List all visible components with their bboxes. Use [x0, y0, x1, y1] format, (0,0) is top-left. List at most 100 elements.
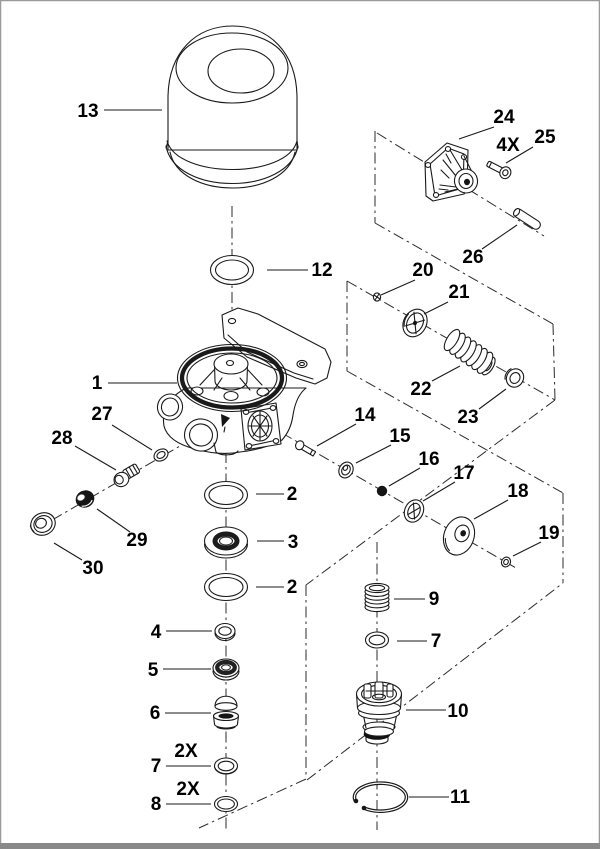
- part-6-check-valve: [212, 695, 240, 730]
- leader-17: [422, 481, 456, 502]
- callout-7-purge: 7: [431, 631, 442, 652]
- boundary-lines: [198, 131, 564, 829]
- part-19-nut: [500, 556, 512, 568]
- leader-29: [96, 508, 131, 533]
- callout-qty-4x: 4X: [496, 135, 520, 156]
- boundary-line: [346, 370, 564, 494]
- callout-qty-2x-b: 2X: [176, 779, 200, 800]
- callout-qty-2x-a: 2X: [174, 741, 198, 762]
- callout-9: 9: [429, 589, 440, 610]
- part-22-spring: [443, 328, 496, 376]
- part-29-grommet: [75, 490, 95, 508]
- callout-20: 20: [412, 260, 433, 281]
- part-25-cap-screw: [486, 160, 512, 180]
- left-port-lower: [183, 418, 219, 452]
- leader-16: [388, 467, 421, 487]
- gasket-outer-line: [176, 343, 288, 413]
- boundary-line: [306, 582, 564, 781]
- callout-2-lower: 2: [287, 577, 298, 598]
- part-18-diaphragm: [442, 516, 476, 556]
- part-2-oring-lower: [203, 572, 249, 602]
- callout-14: 14: [354, 405, 376, 426]
- part-11-snap-ring: [352, 781, 409, 813]
- flow-arrow-mark: [221, 414, 230, 427]
- part-8-oring: [213, 795, 239, 813]
- part-21-valve-disc: [402, 308, 428, 338]
- callout-12: 12: [311, 260, 332, 281]
- part-14-bolt: [294, 440, 317, 457]
- part-4-oring: [214, 622, 236, 642]
- part-13-desiccant-cartridge: [165, 25, 299, 189]
- callout-11: 11: [450, 787, 471, 808]
- callout-labels: 13 12 1 24 4X 25 26 20 21 22 23 14 15 16…: [51, 101, 559, 815]
- callout-22: 22: [410, 379, 431, 400]
- callout-19: 19: [538, 523, 559, 544]
- part-17-valve-disc: [403, 499, 425, 523]
- callout-4: 4: [151, 622, 162, 643]
- callout-15: 15: [389, 426, 411, 447]
- footer-bar: [0, 843, 600, 849]
- leader-lines: [53, 109, 542, 805]
- part-7-oring-purge: [364, 631, 390, 649]
- callout-2-upper: 2: [287, 484, 298, 505]
- leader-26: [481, 224, 518, 250]
- left-port-upper: [156, 393, 184, 421]
- callout-17: 17: [453, 463, 474, 484]
- part-27-oring: [153, 448, 169, 462]
- callout-13: 13: [77, 101, 98, 122]
- leader-28: [74, 445, 117, 471]
- callout-25: 25: [534, 127, 556, 148]
- part-28-valve-fitting: [113, 463, 141, 488]
- boundary-line: [305, 399, 556, 586]
- callout-8: 8: [151, 794, 162, 815]
- callout-21: 21: [448, 282, 470, 303]
- part-12-oring: [209, 254, 255, 286]
- callout-6: 6: [150, 703, 161, 724]
- boundary-line: [552, 323, 556, 401]
- part-23-washer: [504, 368, 525, 388]
- axis-middle-assembly: [281, 432, 517, 569]
- leader-30: [53, 542, 83, 561]
- part-7-oring-center: [213, 757, 239, 775]
- part-24-mounting-bracket: [424, 142, 479, 202]
- leader-20: [380, 279, 416, 296]
- callout-29: 29: [126, 530, 147, 551]
- callout-26: 26: [462, 247, 483, 268]
- part-26-pin: [512, 207, 541, 230]
- leader-24: [458, 126, 495, 140]
- leader-22: [431, 365, 461, 382]
- part-16-ball-seal: [376, 485, 388, 497]
- leader-19: [512, 541, 542, 557]
- callout-10: 10: [447, 701, 468, 722]
- callout-18: 18: [507, 481, 528, 502]
- part-9-spring: [364, 582, 390, 613]
- part-3-washer: [203, 526, 249, 559]
- part-1-dryer-body: [156, 307, 332, 456]
- leader-25: [505, 146, 534, 164]
- boundary-line: [374, 222, 554, 325]
- leader-14: [316, 423, 357, 447]
- callout-23: 23: [457, 407, 478, 428]
- callout-7-center: 7: [151, 756, 162, 777]
- part-5-seat-washer: [212, 658, 240, 681]
- callout-3: 3: [288, 532, 299, 553]
- leader-21: [423, 301, 449, 315]
- callout-24: 24: [493, 107, 515, 128]
- callout-1: 1: [92, 373, 103, 394]
- part-30-cap: [29, 512, 56, 536]
- callout-5: 5: [148, 660, 159, 681]
- part-10-purge-valve: [355, 681, 403, 745]
- callout-28: 28: [51, 428, 72, 449]
- center-turret: [213, 353, 249, 391]
- leader-27: [111, 424, 153, 451]
- part-gasket-ring: [179, 346, 285, 410]
- part-20-screw: [372, 292, 382, 302]
- part-2-oring-upper: [203, 480, 249, 510]
- callout-27: 27: [91, 404, 112, 425]
- leader-15: [355, 444, 392, 464]
- boundary-line: [198, 778, 307, 829]
- callout-16: 16: [418, 449, 439, 470]
